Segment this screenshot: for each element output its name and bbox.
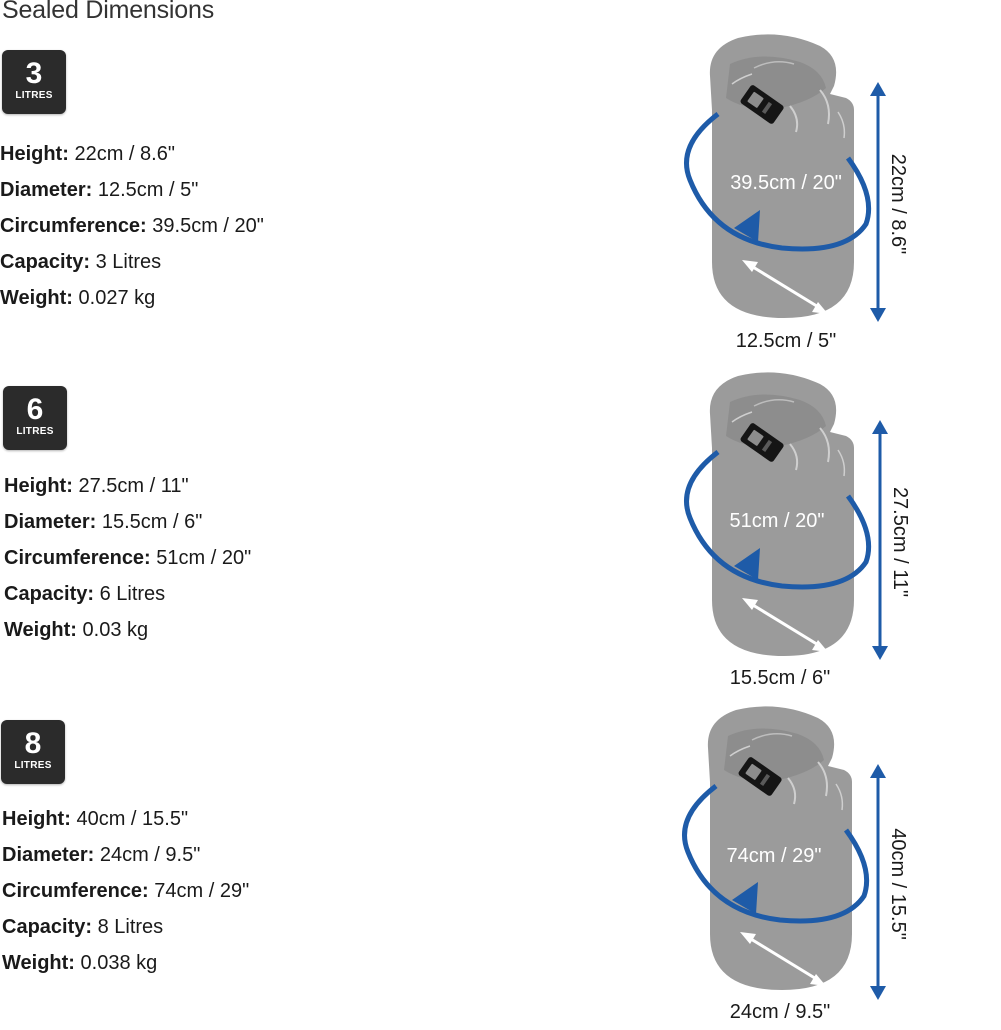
spec-value: 15.5cm / 6"	[101, 511, 203, 533]
spec-list: Height: 22cm / 8.6" Diameter: 12.5cm / 5…	[0, 136, 264, 316]
circumference-arrowhead	[734, 210, 760, 242]
buckle-icon	[740, 85, 784, 124]
size-section-3-litres: 3 LITRES Height: 22cm / 8.6" Diameter: 1…	[0, 0, 1001, 352]
spec-label: Diameter:	[0, 179, 93, 201]
height-label: 27.5cm / 11"	[889, 487, 911, 597]
diameter-arrow-icon	[745, 934, 819, 982]
spec-value: 0.027 kg	[78, 287, 156, 309]
spec-capacity: Capacity: 3 Litres	[0, 244, 264, 280]
spec-label: Height:	[0, 143, 69, 165]
spec-height: Height: 22cm / 8.6"	[0, 136, 264, 172]
capacity-badge: 3 LITRES	[2, 50, 66, 114]
spec-label: Height:	[4, 475, 73, 497]
spec-value: 22cm / 8.6"	[74, 143, 175, 165]
badge-number: 3	[25, 57, 43, 90]
spec-height: Height: 27.5cm / 11"	[4, 468, 251, 504]
diameter-arrowhead-end	[810, 974, 826, 986]
height-arrowhead-top	[872, 420, 888, 434]
spec-value: 0.03 kg	[82, 619, 149, 641]
spec-weight: Weight: 0.027 kg	[0, 280, 264, 316]
badge-unit: LITRES	[15, 90, 53, 101]
capacity-badge: 8 LITRES	[1, 720, 65, 784]
circumference-arrow-icon	[684, 450, 872, 590]
diameter-label: 12.5cm / 5"	[736, 330, 836, 352]
spec-value: 74cm / 29"	[154, 880, 250, 902]
spec-circumference: Circumference: 74cm / 29"	[2, 873, 249, 909]
spec-label: Circumference:	[4, 547, 151, 569]
badge-number: 8	[24, 727, 42, 760]
buckle-icon	[740, 423, 784, 462]
diameter-arrowhead-end	[812, 640, 828, 652]
spec-circumference: Circumference: 51cm / 20"	[4, 540, 251, 576]
spec-label: Diameter:	[4, 511, 97, 533]
spec-value: 12.5cm / 5"	[97, 179, 199, 201]
spec-label: Circumference:	[2, 880, 149, 902]
spec-label: Capacity:	[4, 583, 95, 605]
spec-diameter: Diameter: 15.5cm / 6"	[4, 504, 251, 540]
diameter-arrowhead-start	[742, 260, 758, 272]
spec-diameter: Diameter: 12.5cm / 5"	[0, 172, 264, 208]
circumference-label: 74cm / 29"	[727, 845, 822, 867]
spec-value: 8 Litres	[97, 916, 164, 938]
circumference-arrow-icon	[682, 784, 870, 924]
spec-label: Height:	[2, 808, 71, 830]
badge-unit: LITRES	[14, 760, 52, 771]
spec-value: 39.5cm / 20"	[152, 215, 264, 237]
spec-list: Height: 27.5cm / 11" Diameter: 15.5cm / …	[4, 468, 251, 648]
spec-capacity: Capacity: 6 Litres	[4, 576, 251, 612]
height-label: 22cm / 8.6"	[887, 154, 909, 254]
size-section-8-litres: 8 LITRES Height: 40cm / 15.5" Diameter: …	[0, 670, 1001, 1023]
diameter-arrowhead-start	[742, 598, 758, 610]
spec-capacity: Capacity: 8 Litres	[2, 909, 249, 945]
height-arrowhead-top	[870, 82, 886, 96]
spec-value: 24cm / 9.5"	[99, 844, 201, 866]
dry-bag-diagram: 74cm / 29" 40cm / 15.5" 24cm / 9.5"	[682, 706, 909, 1023]
spec-value: 0.038 kg	[80, 952, 158, 974]
height-arrowhead-bottom	[872, 646, 888, 660]
badge-unit: LITRES	[16, 426, 54, 437]
circumference-label: 39.5cm / 20"	[730, 172, 842, 194]
circumference-arrowhead	[734, 548, 760, 580]
spec-list: Height: 40cm / 15.5" Diameter: 24cm / 9.…	[2, 801, 249, 981]
spec-label: Weight:	[4, 619, 77, 641]
buckle-icon	[738, 757, 782, 796]
diameter-arrowhead-start	[740, 932, 756, 944]
spec-weight: Weight: 0.03 kg	[4, 612, 251, 648]
capacity-badge: 6 LITRES	[3, 386, 67, 450]
circumference-arrowhead	[732, 882, 758, 914]
spec-value: 27.5cm / 11"	[78, 475, 189, 497]
spec-label: Capacity:	[2, 916, 93, 938]
diameter-arrow-icon	[747, 600, 821, 648]
spec-label: Capacity:	[0, 251, 91, 273]
height-arrowhead-top	[870, 764, 886, 778]
spec-label: Circumference:	[0, 215, 147, 237]
diameter-arrowhead-end	[812, 302, 828, 314]
spec-value: 51cm / 20"	[156, 547, 252, 569]
spec-height: Height: 40cm / 15.5"	[2, 801, 249, 837]
spec-label: Weight:	[0, 287, 73, 309]
spec-value: 6 Litres	[99, 583, 166, 605]
spec-value: 40cm / 15.5"	[76, 808, 189, 830]
badge-number: 6	[26, 393, 44, 426]
height-arrowhead-bottom	[870, 308, 886, 322]
dry-bag-diagram: 51cm / 20" 27.5cm / 11" 15.5cm / 6"	[684, 372, 911, 689]
diameter-label: 15.5cm / 6"	[730, 667, 830, 689]
spec-diameter: Diameter: 24cm / 9.5"	[2, 837, 249, 873]
spec-label: Weight:	[2, 952, 75, 974]
height-label: 40cm / 15.5"	[887, 828, 909, 940]
diameter-label: 24cm / 9.5"	[730, 1001, 830, 1023]
page-title: Sealed Dimensions	[2, 0, 214, 24]
circumference-label: 51cm / 20"	[730, 510, 825, 532]
size-section-6-litres: 6 LITRES Height: 27.5cm / 11" Diameter: …	[0, 336, 1001, 689]
diameter-arrow-icon	[747, 262, 821, 310]
spec-circumference: Circumference: 39.5cm / 20"	[0, 208, 264, 244]
dry-bag-diagram: 39.5cm / 20" 22cm / 8.6" 12.5cm / 5"	[684, 34, 909, 352]
height-arrowhead-bottom	[870, 986, 886, 1000]
circumference-arrow-icon	[684, 112, 872, 252]
spec-value: 3 Litres	[95, 251, 162, 273]
spec-label: Diameter:	[2, 844, 95, 866]
spec-weight: Weight: 0.038 kg	[2, 945, 249, 981]
